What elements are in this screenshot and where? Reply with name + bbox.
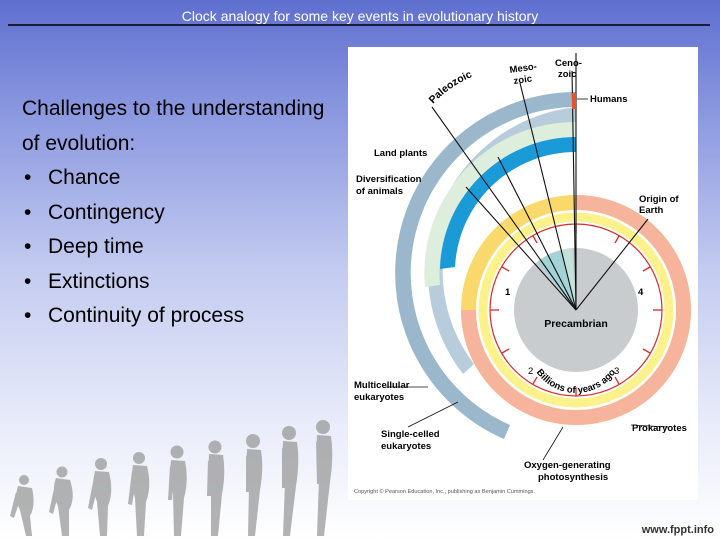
- footer-url: www.fppt.info: [642, 524, 714, 536]
- tick-label-2: 2: [528, 366, 533, 377]
- single-celled-label-line1: Single-celled: [381, 429, 440, 440]
- multicellular-label-line1: Multicellular: [354, 380, 410, 391]
- tick-label-1: 1: [505, 287, 511, 298]
- multicellular-label-line2: eukaryotes: [354, 392, 404, 403]
- clock-diagram: Ceno- zoic Meso- zoic Paleozoic Precambr…: [348, 47, 698, 500]
- prokaryotes-label: Prokaryotes: [632, 423, 687, 434]
- clock-analogy-figure: Ceno- zoic Meso- zoic Paleozoic Precambr…: [348, 47, 698, 500]
- slide-heading: Challenges to the understanding of evolu…: [22, 92, 342, 161]
- single-celled-label-line2: eukaryotes: [381, 441, 431, 452]
- bullet-text-block: Challenges to the understanding of evolu…: [22, 92, 342, 334]
- humans-label: Humans: [590, 94, 627, 105]
- human-evolution-silhouettes: [0, 418, 348, 540]
- bullet-item: Extinctions: [22, 265, 342, 300]
- tick-label-3: 3: [614, 366, 619, 377]
- oxygen-label-line1: Oxygen-generating: [524, 460, 611, 471]
- copyright-notice: Copyright © Pearson Education, Inc., pub…: [354, 488, 535, 495]
- diversification-label-line2: of animals: [356, 186, 403, 197]
- cenozoic-label-line2: zoic: [558, 69, 576, 80]
- diversification-label-line1: Diversification: [356, 174, 422, 185]
- bullet-item: Chance: [22, 161, 342, 196]
- cenozoic-label-line1: Ceno-: [555, 58, 582, 69]
- tick-label-4: 4: [638, 287, 644, 298]
- bullet-list: Chance Contingency Deep time Extinctions…: [22, 161, 342, 334]
- humans-marker: [572, 93, 576, 109]
- land-plants-label: Land plants: [374, 148, 427, 159]
- bullet-item: Continuity of process: [22, 299, 342, 334]
- slide-title: Clock analogy for some key events in evo…: [0, 0, 720, 26]
- origin-of-earth-label-line2: Earth: [639, 205, 663, 216]
- paleozoic-label: Paleozoic: [427, 68, 474, 106]
- oxygen-label-line2: photosynthesis: [538, 472, 608, 483]
- title-divider: [8, 24, 710, 26]
- bullet-item: Contingency: [22, 196, 342, 231]
- precambrian-label: Precambrian: [544, 318, 608, 330]
- origin-of-earth-label-line1: Origin of: [639, 194, 679, 205]
- bullet-item: Deep time: [22, 230, 342, 265]
- mesozoic-label-line2: zoic: [513, 74, 533, 87]
